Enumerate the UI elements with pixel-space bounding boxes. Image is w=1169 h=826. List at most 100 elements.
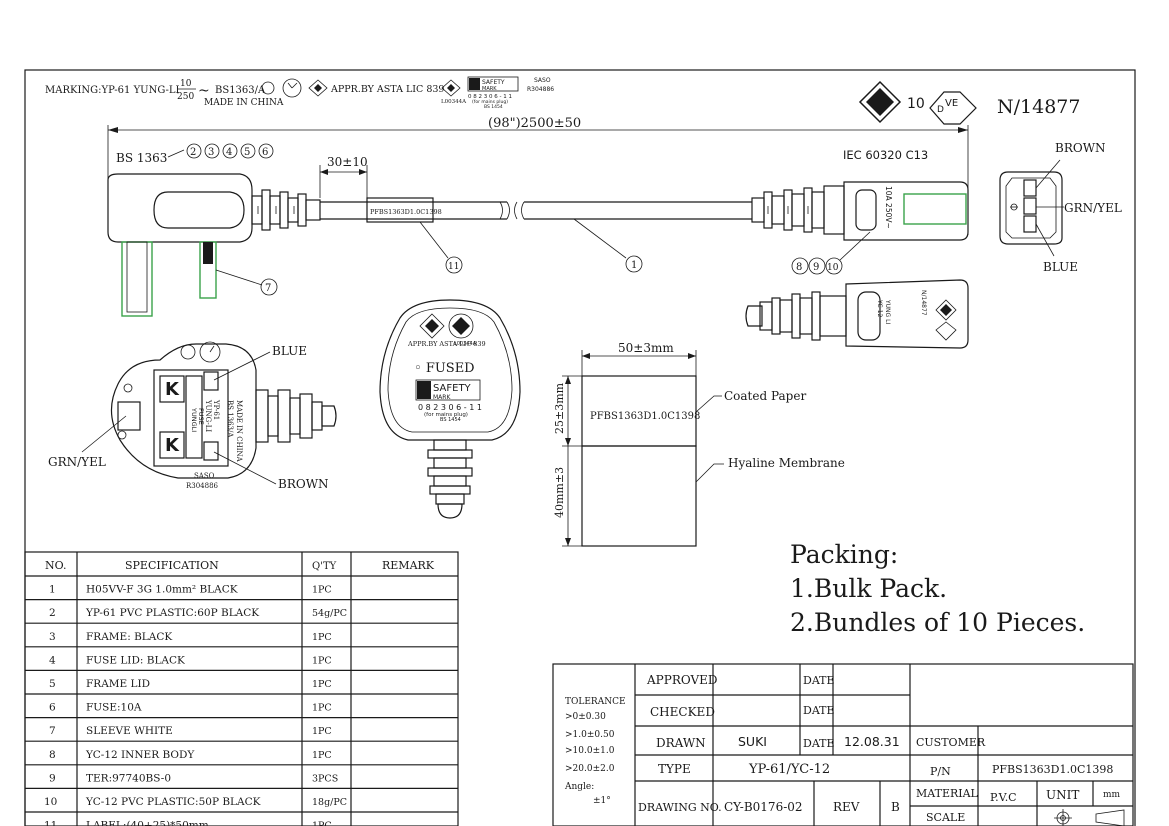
marking-text: MARKING:YP-61 YUNG-LI bbox=[45, 85, 180, 96]
unit-label: UNIT bbox=[1046, 788, 1079, 802]
spec-cell-spec: H05VV-F 3G 1.0mm² BLACK bbox=[86, 584, 238, 596]
tilde: ~ bbox=[198, 83, 210, 99]
spec-cell-qty: 1PC bbox=[312, 655, 332, 666]
unit-value: mm bbox=[1103, 790, 1121, 800]
spec-header-qty: Q'TY bbox=[312, 561, 337, 572]
spec-cell-spec: YC-12 INNER BODY bbox=[85, 749, 195, 761]
plug-body bbox=[107, 173, 253, 243]
label-width-dim: 50±3mm bbox=[618, 341, 674, 355]
packing-line-1: 1.Bulk Pack. bbox=[790, 574, 947, 603]
plug-strain-relief bbox=[251, 189, 321, 231]
spec-cell-spec: FRAME: BLACK bbox=[86, 631, 172, 643]
plug-fuse bbox=[185, 375, 203, 459]
bs-text: BS 1454 bbox=[484, 104, 503, 110]
cert-10: 10 bbox=[907, 96, 925, 112]
conn-cert-text: N/14877 bbox=[920, 290, 927, 316]
spec-header-no: NO. bbox=[45, 559, 67, 572]
spec-cell-no: 8 bbox=[49, 749, 56, 761]
paper-height-dim: 25±3mm bbox=[553, 382, 566, 434]
cable-label-text: PFBS1363D1.0C1398 bbox=[370, 208, 442, 216]
spec-cell-qty: 3PCS bbox=[312, 773, 338, 784]
connector-callout-circles: 8 9 10 bbox=[791, 257, 843, 275]
sheet-border bbox=[24, 69, 1136, 826]
standard-text: BS1363/A bbox=[215, 85, 266, 96]
membrane-height-dim: 40mm±3 bbox=[553, 467, 566, 518]
spec-cell-no: 3 bbox=[49, 631, 56, 643]
svg-text:(for mains plug): (for mains plug) bbox=[424, 412, 468, 418]
drawn-by: SUKI bbox=[738, 734, 767, 749]
spec-cell-spec: LABEL:(40+25)*50mm bbox=[86, 820, 209, 826]
asta-large-icon: E bbox=[858, 80, 902, 124]
spec-cell-spec: TER:97740BS-0 bbox=[86, 772, 171, 784]
date-dial-icon bbox=[282, 78, 302, 98]
rev-value: B bbox=[891, 800, 900, 814]
spec-cell-spec: YC-12 PVC PLASTIC:50P BLACK bbox=[85, 796, 261, 808]
approved-label: APPROVED bbox=[646, 673, 718, 687]
spec-cell-spec: SLEEVE WHITE bbox=[86, 725, 173, 737]
total-length-label: (98")2500±50 bbox=[488, 116, 581, 131]
pn-value: PFBS1363D1.0C1398 bbox=[992, 763, 1113, 776]
saso-text: SASO bbox=[534, 77, 551, 84]
plug-back-view: K K YUNGLI FUSE YUNG-LI YP-61 BS 1363/A … bbox=[48, 341, 337, 491]
svg-text:L00344A: L00344A bbox=[454, 341, 477, 347]
live-socket bbox=[1023, 179, 1037, 197]
spec-cell-no: 1 bbox=[49, 584, 56, 596]
fused-text: ◦ FUSED bbox=[414, 361, 475, 376]
face-grn-label: GRN/YEL bbox=[1064, 201, 1122, 215]
bsi-kitemark-icon bbox=[441, 79, 461, 97]
front-asta-icon bbox=[419, 313, 445, 339]
callout-7: 7 bbox=[265, 283, 271, 294]
back-text-3: BS 1363/A bbox=[226, 400, 234, 438]
packing-title: Packing: bbox=[790, 540, 898, 569]
connector-rating: 10A 250V~ bbox=[884, 186, 893, 229]
sleeve-offset-label: 30±10 bbox=[327, 155, 368, 169]
cable-label bbox=[366, 197, 434, 223]
back-saso: SASO bbox=[194, 472, 215, 480]
conn-side-text-2: YC-12 bbox=[876, 299, 883, 318]
front-bsi-icon bbox=[448, 313, 474, 339]
rev-label: REV bbox=[833, 800, 860, 814]
svg-text:>10.0±1.0: >10.0±1.0 bbox=[565, 746, 615, 756]
svg-text:>20.0±2.0: >20.0±2.0 bbox=[565, 764, 615, 774]
approval-text: APPR.BY ASTA LIC 839 bbox=[330, 84, 444, 95]
spec-cell-spec: FRAME LID bbox=[86, 678, 150, 690]
cert-number: N/14877 bbox=[997, 96, 1080, 118]
label-detail-text: PFBS1363D1.0C1398 bbox=[590, 411, 700, 422]
plug-earth-terminal bbox=[117, 401, 141, 431]
svg-text:4: 4 bbox=[226, 147, 232, 158]
back-text-2: YP-61 bbox=[212, 399, 220, 420]
drawn-date: 12.08.31 bbox=[844, 734, 900, 749]
spec-cell-qty: 1PC bbox=[312, 679, 332, 690]
svg-text:>1.0±0.50: >1.0±0.50 bbox=[565, 730, 615, 740]
svg-text:2: 2 bbox=[190, 147, 196, 158]
connector-socket bbox=[903, 193, 967, 225]
spec-cell-spec: YP-61 PVC PLASTIC:60P BLACK bbox=[85, 607, 259, 619]
spec-cell-qty: 1PC bbox=[312, 726, 332, 737]
svg-text:DATE: DATE bbox=[803, 674, 835, 687]
connector-top-view: YUNG LI YC-12 N/14877 bbox=[745, 279, 969, 349]
tolerance-label: TOLERANCE bbox=[565, 697, 626, 707]
spec-cell-spec: FUSE LID: BLACK bbox=[86, 654, 185, 666]
angle-label: Angle: bbox=[564, 782, 594, 792]
projection-symbol-icon bbox=[1054, 809, 1125, 826]
vde-d: D bbox=[937, 105, 944, 115]
customer-label: CUSTOMER bbox=[916, 736, 986, 749]
back-saso-code: R304886 bbox=[186, 482, 219, 490]
safety-text: SAFETY bbox=[482, 79, 505, 86]
connector-body bbox=[843, 181, 969, 241]
material-value: P.V.C bbox=[990, 791, 1017, 804]
svg-text:9: 9 bbox=[813, 262, 819, 273]
grn-yel-label: GRN/YEL bbox=[48, 455, 106, 469]
spec-cell-qty: 1PC bbox=[312, 585, 332, 596]
frac-top: 10 bbox=[180, 79, 192, 89]
face-brown-label: BROWN bbox=[1055, 141, 1106, 155]
neutral-socket bbox=[1023, 215, 1037, 233]
